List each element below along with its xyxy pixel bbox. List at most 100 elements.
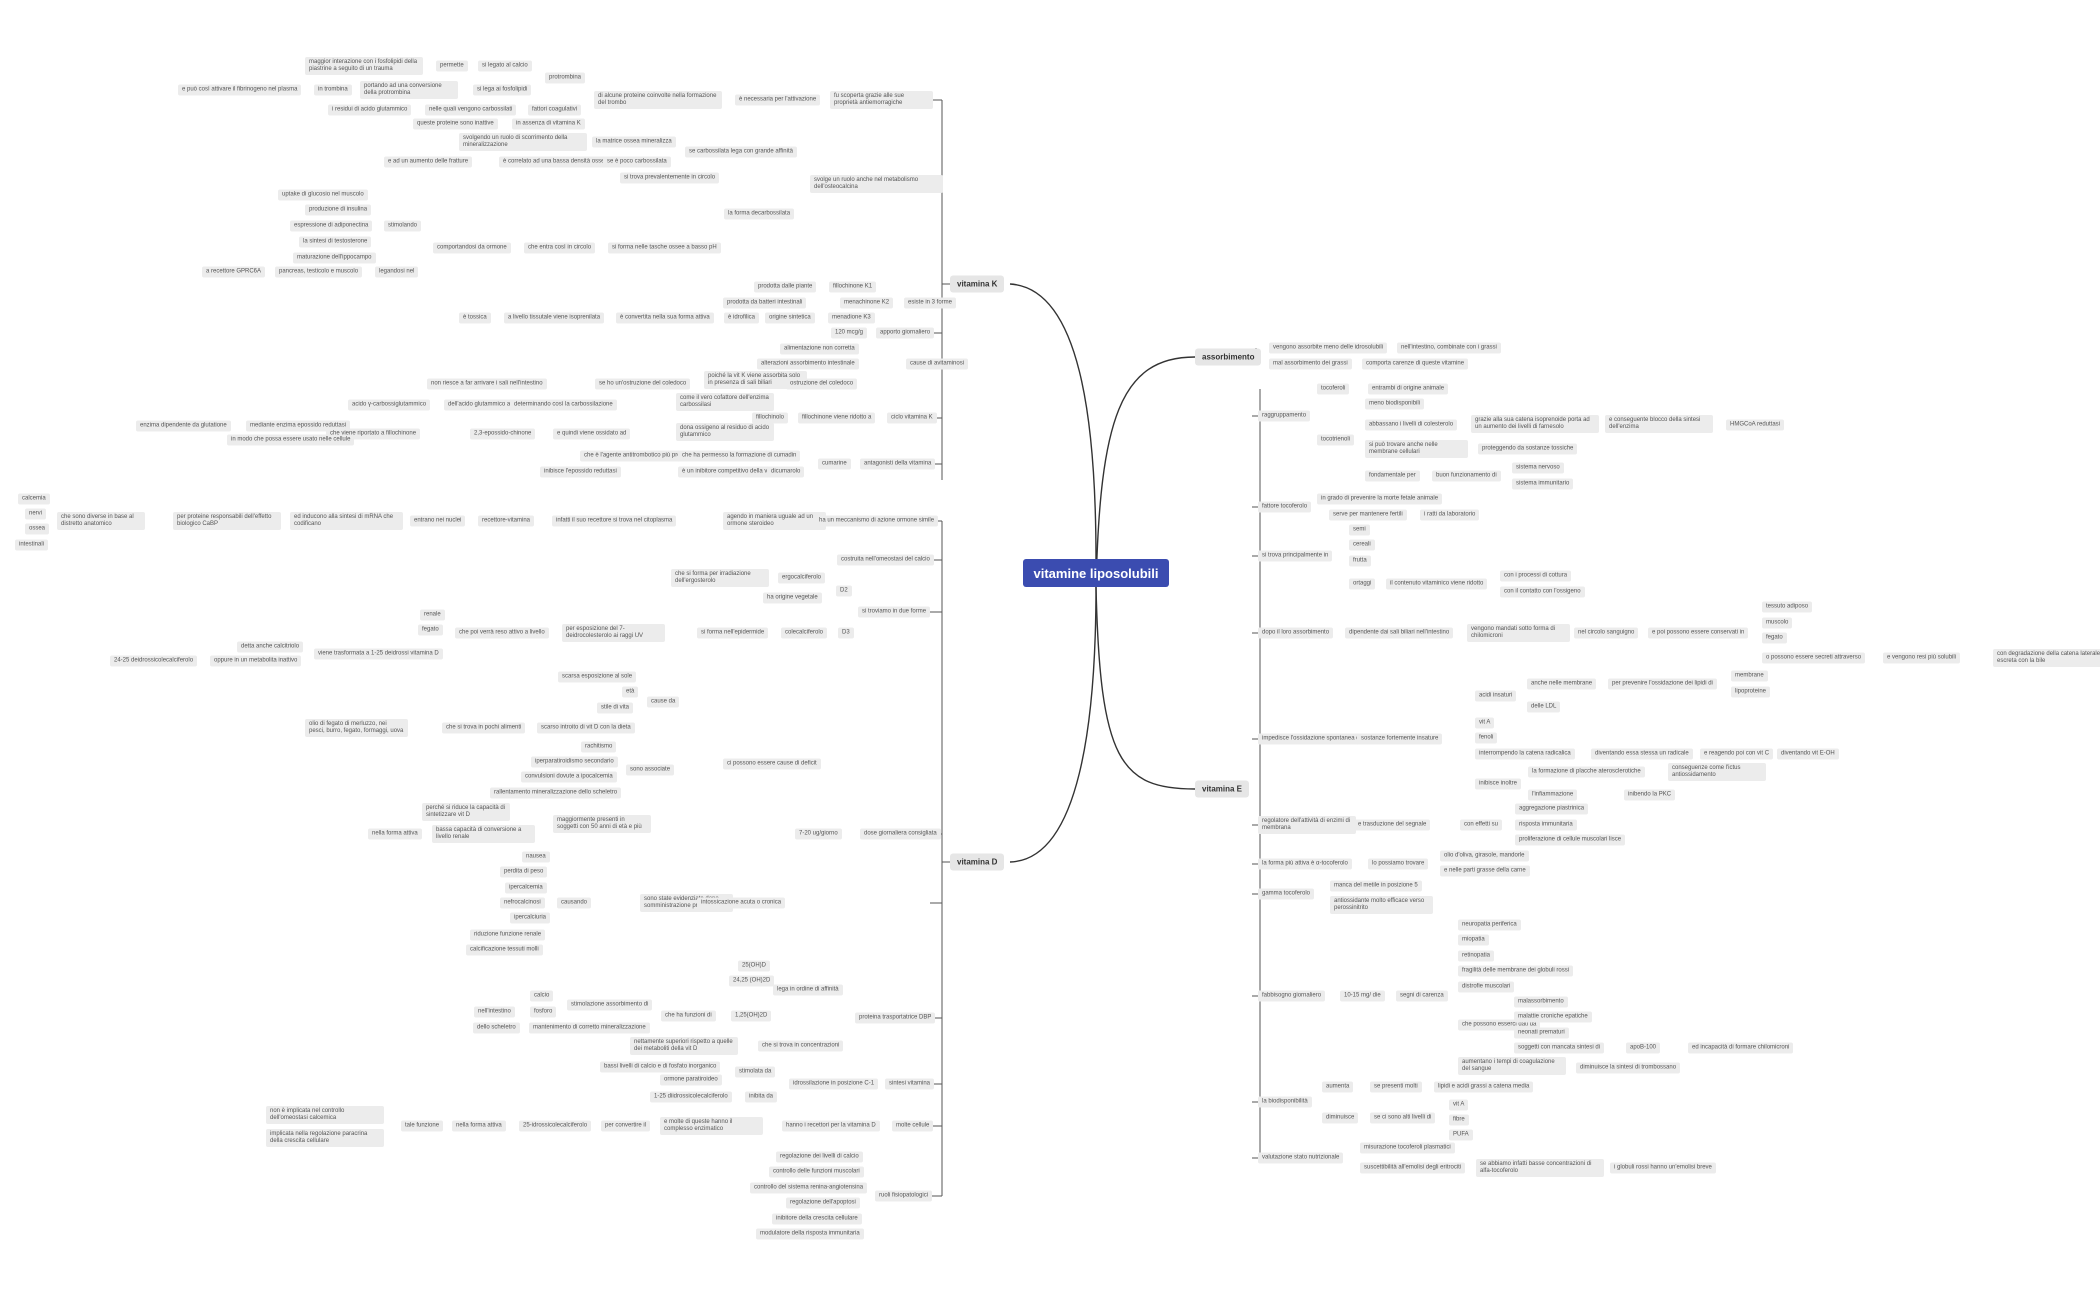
node-l6[interactable]: 1-25 diidrossicolecalciferolo	[650, 1091, 732, 1103]
node-h15[interactable]: viene trasformata a 1-25 deidrossi vitam…	[314, 648, 443, 660]
node-i16[interactable]: bassa capacità di conversione a livello …	[432, 825, 535, 843]
node-x6[interactable]: retinopatia	[1458, 950, 1495, 962]
node-e7[interactable]: ciclo vitamina K	[887, 412, 937, 424]
node-i5[interactable]: olio di fegato di merluzzo, nei pesci, b…	[305, 719, 408, 737]
node-t5[interactable]: per prevenire l'ossidazione dei lipidi d…	[1608, 678, 1717, 690]
node-y5[interactable]: diminuisce	[1322, 1112, 1359, 1124]
node-m5[interactable]: 25-idrossicolecalciferolo	[519, 1120, 592, 1132]
node-b18[interactable]: la forma decarbossilata	[724, 208, 795, 220]
node-c10[interactable]: origine sintetica	[765, 312, 815, 324]
node-p11[interactable]: proteggendo da sostanze tossiche	[1478, 443, 1578, 455]
node-i9[interactable]: iperparatiroidismo secondario	[531, 756, 618, 768]
node-h9[interactable]: che poi verrà reso attivo a livello	[455, 627, 549, 639]
node-h13[interactable]: D3	[838, 627, 854, 639]
node-p3[interactable]: entrambi di origine animale	[1368, 383, 1449, 395]
node-c4[interactable]: menachinone K2	[840, 297, 894, 309]
node-h4[interactable]: D2	[836, 585, 852, 597]
node-k8[interactable]: nell'intestino	[474, 1006, 515, 1018]
node-x4[interactable]: neuropatia periferica	[1458, 919, 1521, 931]
node-p6[interactable]: abbassano i livelli di colesterolo	[1365, 419, 1458, 431]
node-y6[interactable]: se ci sono alti livelli di	[1370, 1112, 1436, 1124]
node-p5[interactable]: meno biodisponibili	[1365, 398, 1425, 410]
node-s2[interactable]: dipendente dai sali biliari nell'intesti…	[1345, 627, 1454, 639]
node-z3[interactable]: suscettibilità all'emolisi degli eritroc…	[1360, 1162, 1466, 1174]
node-r7[interactable]: con i processi di cottura	[1500, 570, 1572, 582]
node-s11[interactable]: con degradazione della catena laterale e…	[1993, 649, 2100, 667]
node-p2[interactable]: tocoferoli	[1317, 383, 1350, 395]
node-j6[interactable]: riduzione funzione renale	[470, 929, 546, 941]
node-k5[interactable]: proteina trasportatrice DBP	[855, 1012, 936, 1024]
node-x11[interactable]: malattie croniche epatiche	[1514, 1011, 1592, 1023]
node-v4[interactable]: e nelle parti grasse della carne	[1440, 865, 1530, 877]
node-f2[interactable]: che ha permesso la formazione di cumadin	[678, 450, 801, 462]
node-t17[interactable]: conseguenze come l'ictus antiossidamento	[1668, 763, 1766, 781]
node-m4[interactable]: nella forma attiva	[452, 1120, 506, 1132]
node-g9[interactable]: recettore-vitamina	[478, 515, 535, 527]
node-a3[interactable]: si legato al calcio	[478, 60, 532, 72]
node-g11[interactable]: agendo in maniera uguale ad un ormone st…	[723, 512, 826, 530]
node-c1[interactable]: prodotta dalle piante	[754, 281, 817, 293]
node-l2[interactable]: stimolata da	[735, 1066, 776, 1078]
node-k6[interactable]: calcio	[530, 990, 554, 1002]
node-v3[interactable]: olio d'oliva, girasole, mandorle	[1440, 850, 1529, 862]
node-r2[interactable]: semi	[1349, 524, 1370, 536]
node-h2[interactable]: che si forma per irradiazione dell'ergos…	[671, 569, 769, 587]
node-f5[interactable]: inibisce l'epossido reduttasi	[540, 466, 621, 478]
node-t12[interactable]: diventando essa stessa un radicale	[1591, 748, 1693, 760]
node-s9[interactable]: o possono essere secreti attraverso	[1762, 652, 1866, 664]
node-h7[interactable]: renale	[420, 609, 445, 621]
node-a15[interactable]: queste proteine sono inattive	[413, 118, 498, 130]
node-o2[interactable]: nell'intestino, combinate con i grassi	[1397, 342, 1501, 354]
node-e6[interactable]: fillochinone viene ridotto a	[798, 412, 876, 424]
node-j4[interactable]: nefrocalcinosi	[500, 897, 545, 909]
node-d6[interactable]: poiché la vit K viene assorbita solo in …	[704, 371, 807, 389]
node-i19[interactable]: dose giornaliera consigliata	[860, 828, 941, 840]
node-a2[interactable]: permette	[436, 60, 468, 72]
node-i18[interactable]: 7-20 ug/giorno	[795, 828, 842, 840]
node-u4[interactable]: aggregazione piastrinica	[1515, 803, 1589, 815]
node-k3[interactable]: lega in ordine di affinità	[773, 984, 843, 996]
node-t7[interactable]: lipoproteine	[1731, 686, 1771, 698]
node-j10[interactable]: intossicazione acuta o cronica	[697, 897, 786, 909]
node-w2[interactable]: manca del metile in posizione 5	[1330, 880, 1422, 892]
node-y8[interactable]: fibre	[1449, 1114, 1469, 1126]
node-f1[interactable]: che è l'agente antitrombotico più prescr…	[580, 450, 701, 462]
node-k10[interactable]: che ha funzioni di	[661, 1010, 716, 1022]
node-r1[interactable]: si trova principalmente in	[1258, 550, 1333, 562]
node-a12[interactable]: di alcune proteine coinvolte nella forma…	[594, 91, 722, 109]
node-e4[interactable]: come il vero cofattore dell'enzima carbo…	[676, 393, 774, 411]
node-q2[interactable]: in grado di prevenire la morte fetale an…	[1317, 493, 1443, 505]
node-h3[interactable]: ergocalciferolo	[778, 572, 826, 584]
node-k1[interactable]: 25(OH)D	[738, 960, 771, 972]
node-f6[interactable]: è un inibitore competitivo della vitamin…	[678, 466, 797, 478]
root-node[interactable]: vitamine liposolubili	[1023, 559, 1169, 587]
node-a13[interactable]: è necessaria per l'attivazione	[735, 94, 821, 106]
node-s10[interactable]: e vengono resi più solubili	[1883, 652, 1961, 664]
node-b17[interactable]: si forma nelle tasche ossee a basso pH	[608, 242, 721, 254]
node-j1[interactable]: nausea	[522, 851, 550, 863]
node-s5[interactable]: e poi possono essere conservati in	[1648, 627, 1749, 639]
node-x5[interactable]: miopatia	[1458, 934, 1489, 946]
node-t19[interactable]: inibendo la PKC	[1624, 789, 1676, 801]
node-g3[interactable]: ossea	[25, 523, 50, 535]
node-t2[interactable]: sostanze fortemente insature	[1357, 733, 1443, 745]
node-c13[interactable]: apporto giornaliero	[876, 327, 935, 339]
node-m7[interactable]: e molte di queste hanno il complesso enz…	[660, 1117, 763, 1135]
node-x7[interactable]: fragilità delle membrane dei globuli ros…	[1458, 965, 1574, 977]
node-u1[interactable]: regolatore dell'attività di enzimi di me…	[1258, 816, 1356, 834]
node-e9[interactable]: mediante enzima epossido reduttasi	[246, 420, 351, 432]
node-k2[interactable]: 24,25 (OH)2D	[729, 975, 775, 987]
node-e5[interactable]: fillochinolo	[752, 412, 789, 424]
node-n3[interactable]: controllo del sistema renina-angiotensin…	[750, 1182, 868, 1194]
node-l5[interactable]: sintesi vitamina	[885, 1078, 935, 1090]
node-o1[interactable]: vengono assorbite meno delle idrosolubil…	[1269, 342, 1388, 354]
node-s7[interactable]: muscolo	[1762, 617, 1793, 629]
node-x10[interactable]: malassorbimento	[1514, 996, 1568, 1008]
node-x14[interactable]: apoB-100	[1626, 1042, 1661, 1054]
node-k12[interactable]: mantenimento di corretto mineralizzazion…	[529, 1022, 650, 1034]
node-f7[interactable]: dicumarolo	[767, 466, 805, 478]
node-e14[interactable]: in modo che possa essere usato nelle cel…	[227, 434, 355, 446]
node-h1[interactable]: costruita nell'omeostasi del calcio	[837, 554, 934, 566]
node-y1[interactable]: la biodisponibilità	[1258, 1096, 1312, 1108]
node-a8[interactable]: si lega ai fosfolipidi	[473, 84, 532, 96]
